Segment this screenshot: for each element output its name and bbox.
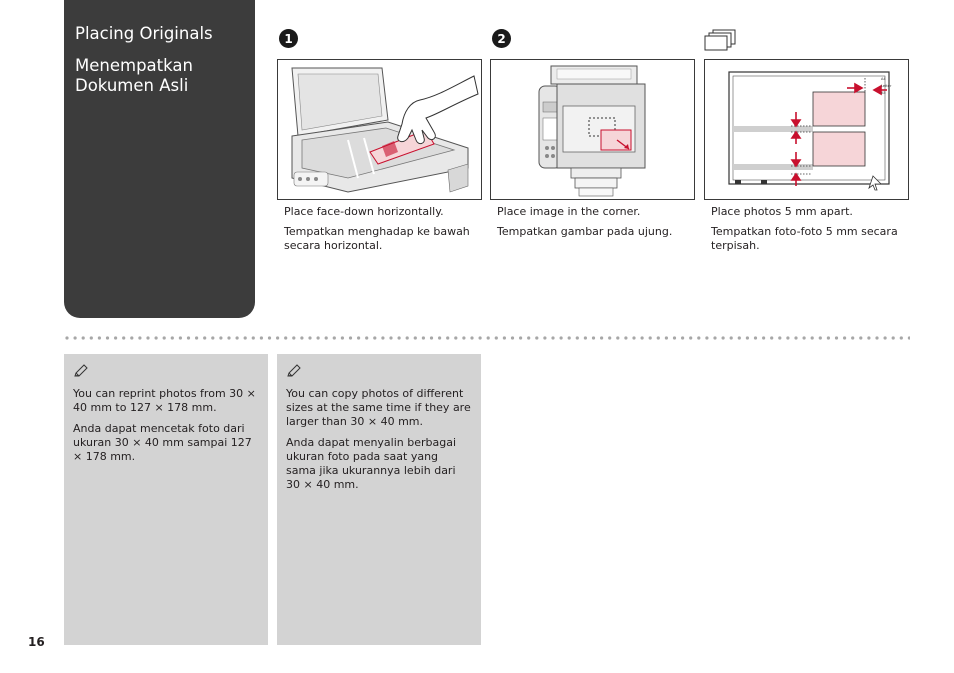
panel-place-in-corner <box>490 59 695 200</box>
ruler-label-a5: A5 <box>881 91 886 95</box>
note-sizes-id: Anda dapat menyalin berbagai ukuran foto… <box>286 436 457 491</box>
page-number: 16 <box>28 635 45 649</box>
title-indonesian-line2: Dokumen Asli <box>75 76 189 95</box>
panel-photos-apart: A4 Letter A5 <box>704 59 909 200</box>
note-box-different-sizes: You can copy photos of different sizes a… <box>277 354 481 645</box>
note-reprint-en: You can reprint photos from 30 × 40 mm t… <box>73 387 256 414</box>
panel-place-face-down <box>277 59 482 200</box>
caption-step-2-id: Tempatkan gambar pada ujung. <box>497 225 673 238</box>
caption-step-2-en: Place image in the corner. <box>497 205 641 218</box>
caption-step-1: Place face-down horizontally. Tempatkan … <box>284 205 484 259</box>
caption-step-1-en: Place face-down horizontally. <box>284 205 444 218</box>
pencil-note-icon <box>74 364 88 377</box>
step-1-badge: 1 <box>279 29 298 48</box>
note-sizes-en: You can copy photos of different sizes a… <box>286 387 471 428</box>
pencil-note-icon <box>287 364 301 377</box>
ruler-label-a4: A4 <box>881 77 886 81</box>
caption-step-1-id: Tempatkan menghadap ke bawah secara hori… <box>284 225 470 252</box>
corner-placement-illustration-icon <box>491 60 694 199</box>
note-box-reprint-size: You can reprint photos from 30 × 40 mm t… <box>64 354 268 645</box>
note-reprint-id: Anda dapat mencetak foto dari ukuran 30 … <box>73 422 252 463</box>
scanner-hand-illustration-icon <box>278 60 481 199</box>
title-english: Placing Originals <box>75 24 213 43</box>
caption-multiple: Place photos 5 mm apart. Tempatkan foto-… <box>711 205 911 259</box>
ruler-label-letter: Letter <box>881 84 892 88</box>
section-title-box: Placing Originals Menempatkan Dokumen As… <box>64 0 255 318</box>
caption-multiple-id: Tempatkan foto-foto 5 mm secara terpisah… <box>711 225 898 252</box>
step-2-badge: 2 <box>492 29 511 48</box>
multiple-photos-icon <box>704 29 736 51</box>
caption-step-2: Place image in the corner. Tempatkan gam… <box>497 205 697 245</box>
caption-multiple-en: Place photos 5 mm apart. <box>711 205 853 218</box>
dotted-separator <box>65 336 910 340</box>
title-indonesian-line1: Menempatkan <box>75 56 193 75</box>
photo-spacing-illustration-icon: A4 Letter A5 <box>705 60 908 199</box>
